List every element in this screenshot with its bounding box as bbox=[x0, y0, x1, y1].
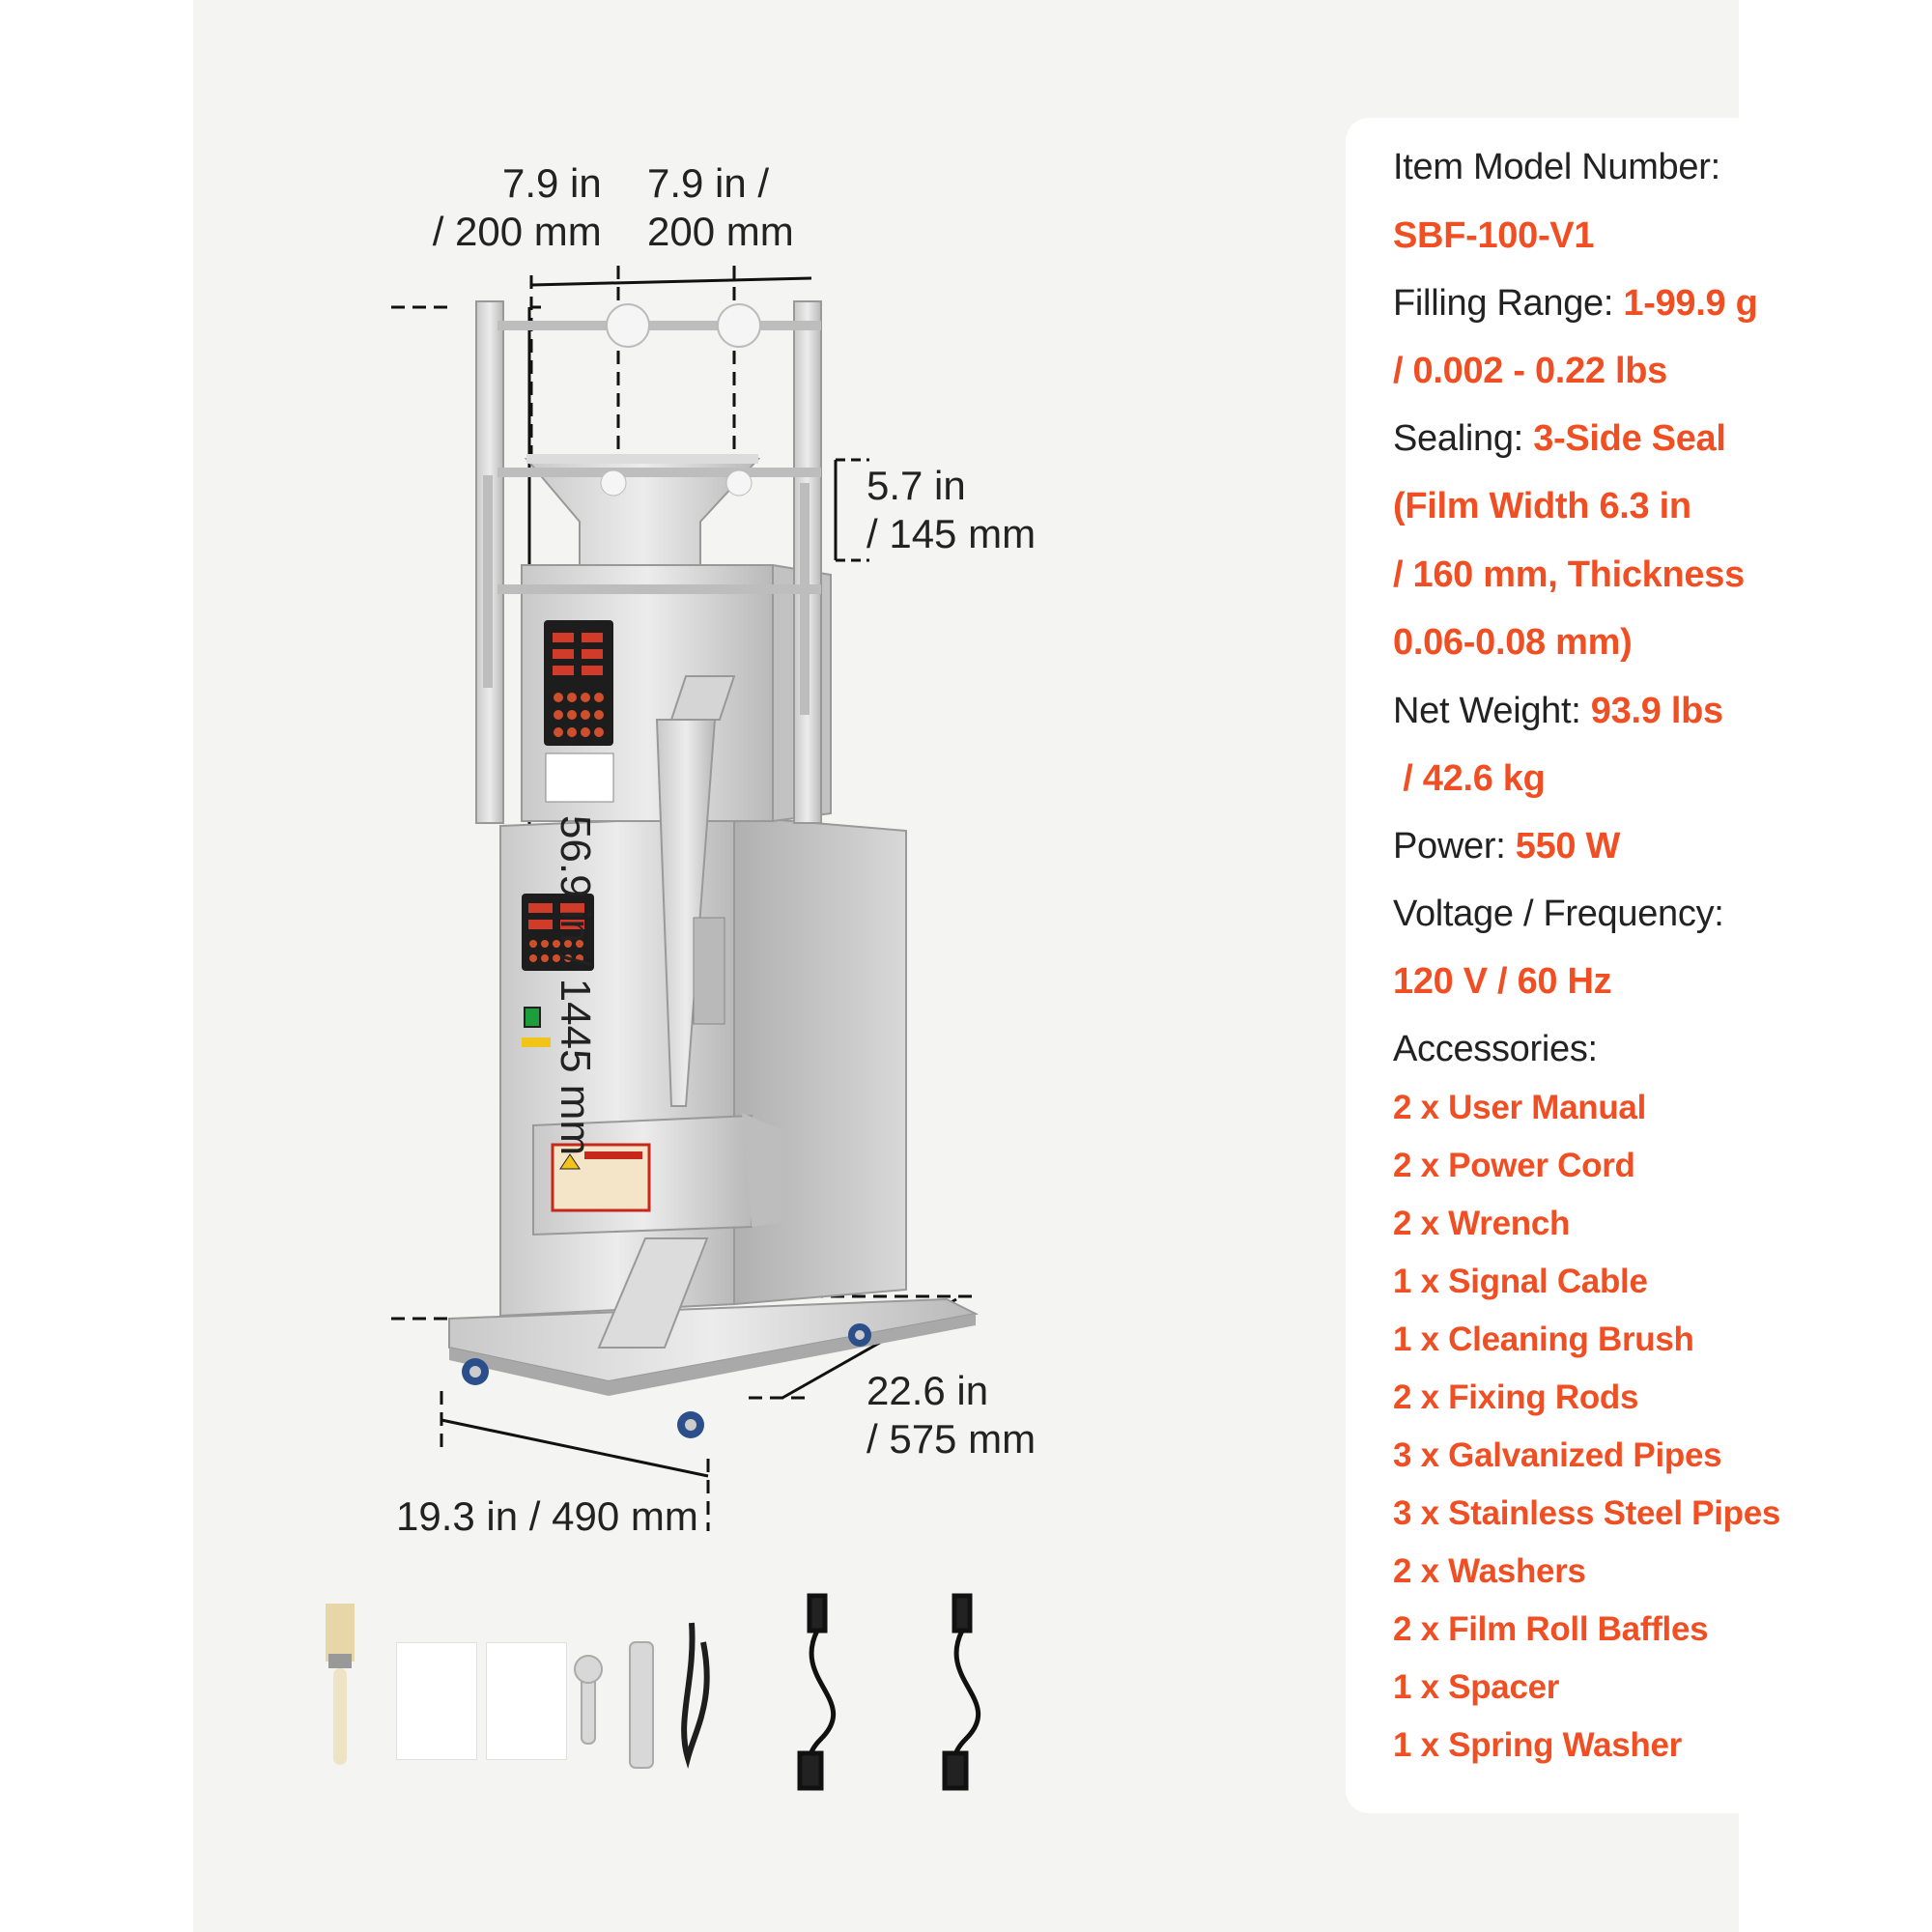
accessories-images bbox=[326, 1593, 981, 1791]
filling-range: Filling Range: 1-99.9 g bbox=[1393, 283, 1758, 325]
base-width-dimension-line bbox=[440, 1418, 709, 1478]
accessory-item: 1 x Spring Washer bbox=[1393, 1726, 1682, 1764]
sealing-value-4: 0.06-0.08 mm) bbox=[1393, 622, 1633, 663]
sealing-value: 3-Side Seal bbox=[1533, 418, 1726, 459]
top-width-dimension-line bbox=[530, 276, 812, 287]
weight-value-2: / 42.6 kg bbox=[1393, 758, 1546, 799]
filling-value: 1-99.9 g bbox=[1623, 283, 1758, 324]
user-manual-icon bbox=[486, 1642, 567, 1760]
model-label: Item Model Number: bbox=[1393, 147, 1720, 187]
filling-value-2: / 0.002 - 0.22 lbs bbox=[1393, 351, 1667, 391]
spec-card: Item Model Number: SBF-100-V1 Filling Ra… bbox=[1346, 118, 1819, 1813]
top-left-width-label: 7.9 in / 200 mm bbox=[433, 159, 602, 256]
accessory-item: 1 x Signal Cable bbox=[1393, 1263, 1648, 1300]
cleaning-brush-icon bbox=[326, 1604, 355, 1765]
weight-value: 93.9 lbs bbox=[1590, 691, 1723, 731]
net-weight: Net Weight: 93.9 lbs bbox=[1393, 691, 1723, 732]
accessory-item: 1 x Cleaning Brush bbox=[1393, 1321, 1694, 1358]
power-value: 550 W bbox=[1515, 826, 1621, 867]
total-height-label: 56.9 in / 1445 mm bbox=[552, 814, 599, 1156]
sealing-label: Sealing: bbox=[1393, 418, 1534, 459]
top-left-width-line1: 7.9 in bbox=[502, 160, 602, 206]
sealing-value-2: (Film Width 6.3 in bbox=[1393, 486, 1691, 526]
accessory-item: 3 x Stainless Steel Pipes bbox=[1393, 1494, 1781, 1532]
accessory-item: 2 x Fixing Rods bbox=[1393, 1378, 1639, 1416]
top-left-width-line2: / 200 mm bbox=[432, 209, 602, 254]
hopper-height-label: 5.7 in / 145 mm bbox=[867, 462, 1036, 558]
accessory-item: 3 x Galvanized Pipes bbox=[1393, 1436, 1722, 1474]
accessory-item: 2 x Wrench bbox=[1393, 1205, 1571, 1242]
wrench-icon bbox=[574, 1641, 654, 1769]
voltage-value: 120 V / 60 Hz bbox=[1393, 961, 1612, 1002]
accessory-item: 2 x User Manual bbox=[1393, 1089, 1646, 1126]
power-label: Power: bbox=[1393, 826, 1516, 867]
caster-wheels bbox=[462, 1323, 871, 1438]
top-right-width-line1: 7.9 in / bbox=[647, 160, 770, 206]
signal-cable-icon bbox=[681, 1622, 710, 1770]
product-canvas: 7.9 in / 200 mm 7.9 in / 200 mm 5.7 in /… bbox=[193, 0, 1819, 1932]
power: Power: 550 W bbox=[1393, 826, 1620, 867]
hopper-height-line2: / 145 mm bbox=[867, 511, 1037, 556]
accessory-item: 2 x Washers bbox=[1393, 1552, 1586, 1590]
packing-machine-illustration bbox=[326, 266, 981, 1791]
sealing: Sealing: 3-Side Seal bbox=[1393, 418, 1726, 460]
accessory-item: 2 x Power Cord bbox=[1393, 1147, 1635, 1184]
top-right-width-label: 7.9 in / 200 mm bbox=[647, 159, 794, 256]
filling-label: Filling Range: bbox=[1393, 283, 1624, 324]
depth-line1: 22.6 in bbox=[867, 1368, 989, 1413]
hopper-height-line1: 5.7 in bbox=[867, 463, 966, 508]
accessory-item: 2 x Film Roll Baffles bbox=[1393, 1610, 1709, 1648]
top-right-width-line2: 200 mm bbox=[647, 209, 794, 254]
accessory-item: 1 x Spacer bbox=[1393, 1668, 1560, 1706]
user-manual-icon bbox=[396, 1642, 477, 1760]
base-width-label: 19.3 in / 490 mm bbox=[396, 1493, 698, 1539]
depth-line2: / 575 mm bbox=[867, 1416, 1037, 1462]
sealing-value-3: / 160 mm, Thickness bbox=[1393, 554, 1745, 595]
weight-label: Net Weight: bbox=[1393, 691, 1591, 731]
voltage-label: Voltage / Frequency: bbox=[1393, 894, 1724, 934]
depth-label: 22.6 in / 575 mm bbox=[867, 1367, 1036, 1463]
model-value: SBF-100-V1 bbox=[1393, 215, 1595, 256]
power-cord-icon bbox=[797, 1593, 981, 1791]
accessories-label: Accessories: bbox=[1393, 1029, 1598, 1069]
